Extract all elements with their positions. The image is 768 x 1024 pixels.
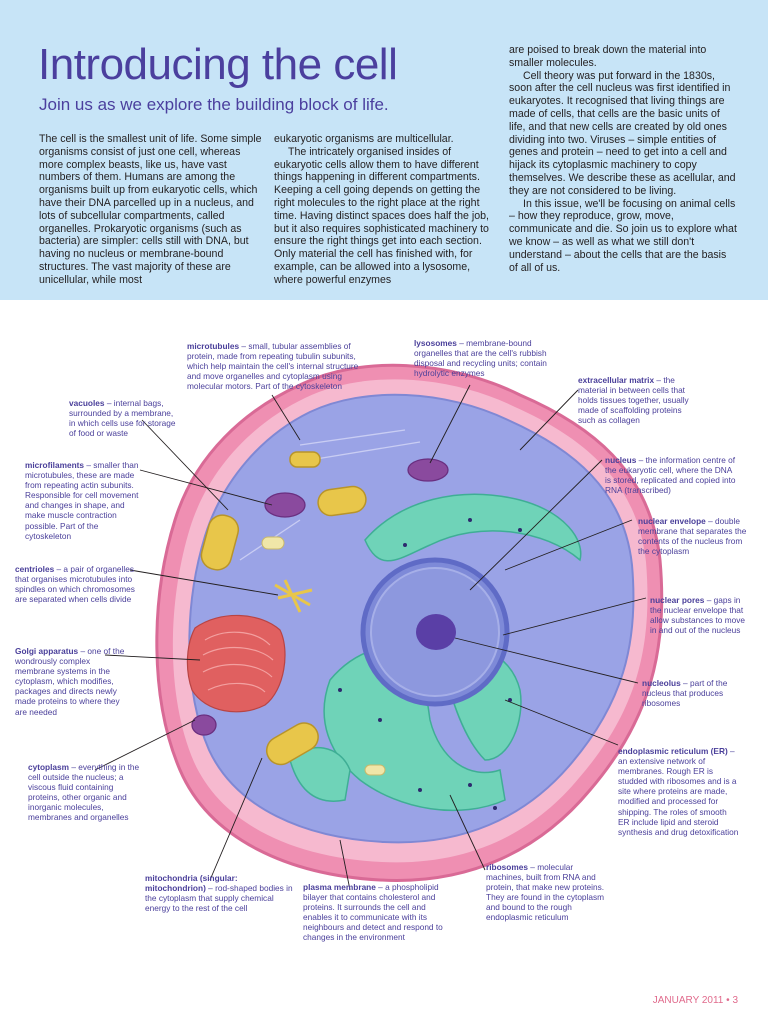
label-plasma-membrane: plasma membrane – a phospholipid bilayer… [303, 882, 443, 943]
body-column-2: eukaryotic organisms are multicellular. … [274, 133, 494, 287]
label-microtubules: microtubules – small, tubular assemblies… [187, 341, 359, 392]
label-ribosomes: ribosomes – molecular machines, built fr… [486, 862, 605, 923]
vacuoles-shape [191, 458, 449, 736]
leader-lines [94, 384, 647, 891]
label-cytoplasm: cytoplasm – everything in the cell outsi… [28, 762, 140, 823]
ribosomes-shape [338, 518, 522, 810]
issue-date: JANUARY 2011 [652, 995, 724, 1006]
label-lysosomes: lysosomes – membrane-bound organelles th… [414, 338, 547, 379]
label-nucleus: nucleus – the information centre of the … [605, 455, 736, 496]
label-microfilaments: microfilaments – smaller than microtubul… [25, 460, 139, 541]
label-centrioles: centrioles – a pair of organelles that o… [15, 564, 135, 605]
label-endoplasmic-reticulum: endoplasmic reticulum (ER) – an extensiv… [618, 746, 739, 837]
page-number: 3 [732, 995, 738, 1006]
page-footer: JANUARY 2011 • 3 [652, 995, 738, 1006]
body-column-1: The cell is the smallest unit of life. S… [39, 133, 264, 287]
mitochondria-shape [200, 451, 367, 766]
header-band [0, 0, 768, 300]
page-title: Introducing the cell [38, 40, 398, 89]
label-golgi-apparatus: Golgi apparatus – one of the wondrously … [15, 646, 125, 717]
label-extracellular-matrix: extracellular matrix – the material in b… [578, 375, 689, 426]
nucleolus-shape [416, 614, 456, 650]
paragraph: The cell is the smallest unit of life. S… [39, 133, 262, 286]
paragraph: are poised to break down the material in… [509, 44, 707, 69]
label-vacuoles: vacuoles – internal bags, surrounded by … [69, 398, 176, 439]
golgi-apparatus-shape [186, 614, 286, 713]
cell-illustration [94, 363, 664, 891]
paragraph: eukaryotic organisms are multicellular. [274, 133, 454, 145]
paragraph: Cell theory was put forward in the 1830s… [509, 69, 736, 197]
paragraph: The intricately organised insides of euk… [274, 145, 489, 286]
label-nucleolus: nucleolus – part of the nucleus that pro… [642, 678, 728, 709]
centrioles-shape [274, 579, 313, 613]
cell-diagram: microtubules – small, tubular assemblies… [0, 300, 768, 990]
body-column-3: are poised to break down the material in… [509, 44, 737, 274]
page-subtitle: Join us as we explore the building block… [39, 95, 389, 114]
label-nuclear-envelope: nuclear envelope – double membrane that … [638, 516, 747, 557]
label-nuclear-pores: nuclear pores – gaps in the nuclear enve… [650, 595, 746, 636]
paragraph: In this issue, we'll be focusing on anim… [509, 197, 737, 274]
label-mitochondria: mitochondria (singular: mitochondrion) –… [145, 873, 293, 914]
